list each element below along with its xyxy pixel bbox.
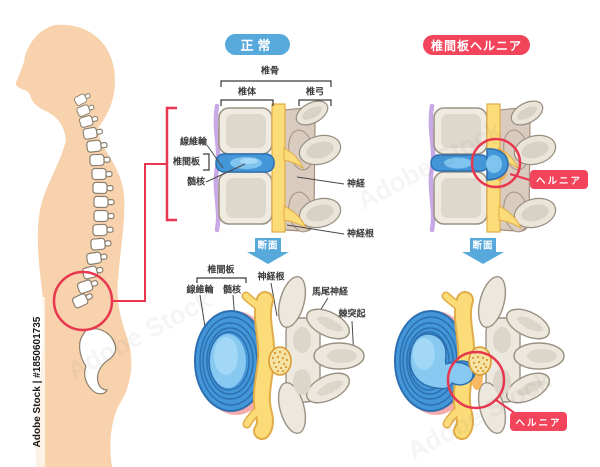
label-nerve: 神経	[347, 178, 366, 189]
normal-disc	[215, 153, 275, 173]
sacrum-tailbone	[79, 328, 117, 395]
hernia-label-side: ヘルニア	[530, 170, 588, 189]
label-vertebral-body: 椎体	[237, 86, 257, 97]
hernia-highlight-circle-xsec	[446, 350, 506, 410]
label-disc-side: 椎間板	[172, 156, 200, 167]
hernia-highlight-circle-side	[470, 137, 522, 189]
bracket-vertebra	[220, 80, 332, 87]
bracket-vertebral-arch	[298, 99, 332, 106]
highlight-connector-line	[112, 163, 166, 302]
nucleus-protrusion	[486, 155, 502, 173]
label-annulus-side: 線維輪	[179, 136, 207, 147]
spine-illustration	[71, 93, 117, 395]
label-vertebra: 椎骨	[260, 65, 280, 76]
label-nucleus-side: 髄核	[186, 176, 205, 187]
section-arrow-normal	[247, 238, 289, 264]
label-cauda-equina: 馬尾神経	[311, 286, 349, 297]
watermark-id-bar: Adobe Stock | #1850601735	[29, 297, 45, 467]
cauda-normal	[268, 346, 292, 376]
hernia-label-line-xsec	[495, 399, 517, 415]
section-arrow-hernia	[462, 238, 504, 264]
label-nucleus-xsec: 髄核	[222, 284, 242, 295]
label-nerve-root-side: 神経根	[347, 228, 375, 239]
title-normal-text: 正常	[240, 38, 275, 53]
label-disc-xsec: 椎間板	[207, 264, 235, 275]
title-hernia-pill: 椎間板ヘルニア	[423, 35, 530, 55]
herniated-disc-side	[430, 148, 509, 181]
label-nerve-root-xsec: 神経根	[257, 271, 285, 282]
bracket-disc-xsec	[196, 277, 247, 283]
section-arrow-label-hernia: 断面	[472, 240, 494, 252]
label-brackets	[196, 80, 332, 283]
label-spinous-process: 棘突起	[338, 308, 366, 319]
hernia-label-line-side	[509, 173, 534, 182]
label-vertebral-arch: 椎弓	[305, 86, 325, 97]
label-annulus-xsec: 線維輪	[186, 284, 214, 295]
hernia-label-xsec: ヘルニア	[510, 412, 567, 431]
section-arrow-label-normal: 断面	[257, 240, 279, 252]
highlight-bracket	[165, 106, 177, 222]
title-hernia-text: 椎間板ヘルニア	[430, 38, 522, 53]
normal-nucleus-xsec	[210, 334, 246, 388]
title-normal-pill: 正常	[225, 34, 290, 55]
bracket-disc-side	[203, 153, 210, 171]
bracket-vertebral-body	[220, 99, 274, 106]
